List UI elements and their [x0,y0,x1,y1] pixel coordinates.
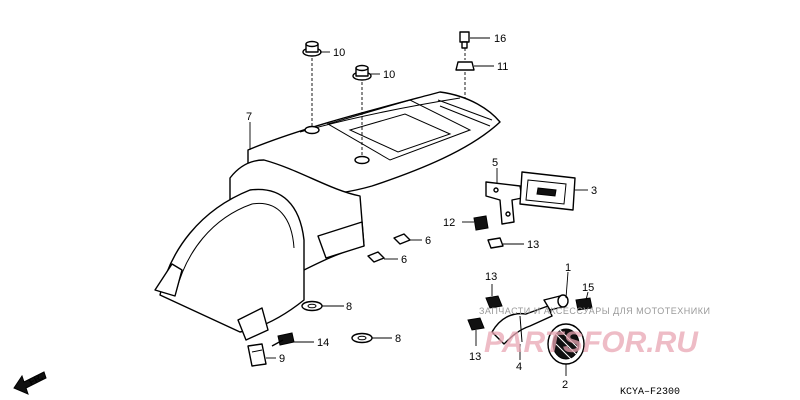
nut-6b-part [367,251,385,263]
nut-13b-part [485,295,503,309]
bolt-16-part [459,31,470,60]
collar-1-part [543,294,569,311]
callout-8b: 8 [395,333,401,345]
callout-3: 3 [591,185,597,197]
nut-13a-part [487,237,504,249]
callout-1: 1 [565,262,571,274]
callout-15: 15 [582,282,594,294]
callout-13b: 13 [485,271,497,283]
screw-15-part [575,297,593,311]
clip-9-part [247,343,267,367]
nut-11-part [455,61,475,98]
watermark-caption: ЗАПЧАСТИ И АКСЕССУАРЫ ДЛЯ МОТОТЕХНИКИ [479,306,710,316]
callout-5: 5 [492,157,498,169]
callout-labels: 10 10 16 11 7 5 3 12 13 6 6 13 1 15 8 8 … [246,33,597,391]
washer-8a-part [301,300,323,312]
callout-8a: 8 [346,301,352,313]
callout-11: 11 [497,61,508,73]
callout-13c: 13 [469,351,481,363]
clip-12-part [473,215,489,231]
watermark: ЗАПЧАСТИ И АКСЕССУАРЫ ДЛЯ МОТОТЕХНИКИ PA… [479,306,710,359]
license-bracket-5-part [485,181,523,225]
bolt-10b-part [352,64,372,156]
nut-6a-part [393,233,411,245]
callout-2: 2 [562,379,568,391]
watermark-logo: PARTSFOR.RU [484,326,699,359]
front-arrow-icon [13,371,47,395]
callout-9: 9 [279,353,285,365]
callout-13a: 13 [527,239,539,251]
callout-4: 4 [516,361,522,373]
callout-6a: 6 [425,235,431,247]
screw-14-part [271,332,295,347]
callout-10b: 10 [383,69,395,81]
reflector-plate-3-part [519,171,576,211]
callout-16: 16 [494,33,506,45]
nut-13c-part [467,317,485,331]
diagram-code: KCYA–F2300 [620,387,680,398]
bolt-10a-part [302,40,322,126]
callout-12: 12 [443,217,455,229]
rear-fender-part [154,91,501,341]
front-direction-indicator: FR. [13,371,47,395]
callout-14: 14 [317,337,329,349]
callout-7: 7 [246,111,252,123]
reflector-2-part [547,323,585,365]
callout-6b: 6 [401,254,407,266]
washer-8b-part [351,332,373,344]
light-bracket-4-part [491,305,553,345]
callout-10a: 10 [333,47,345,59]
leader-lines [249,37,589,376]
